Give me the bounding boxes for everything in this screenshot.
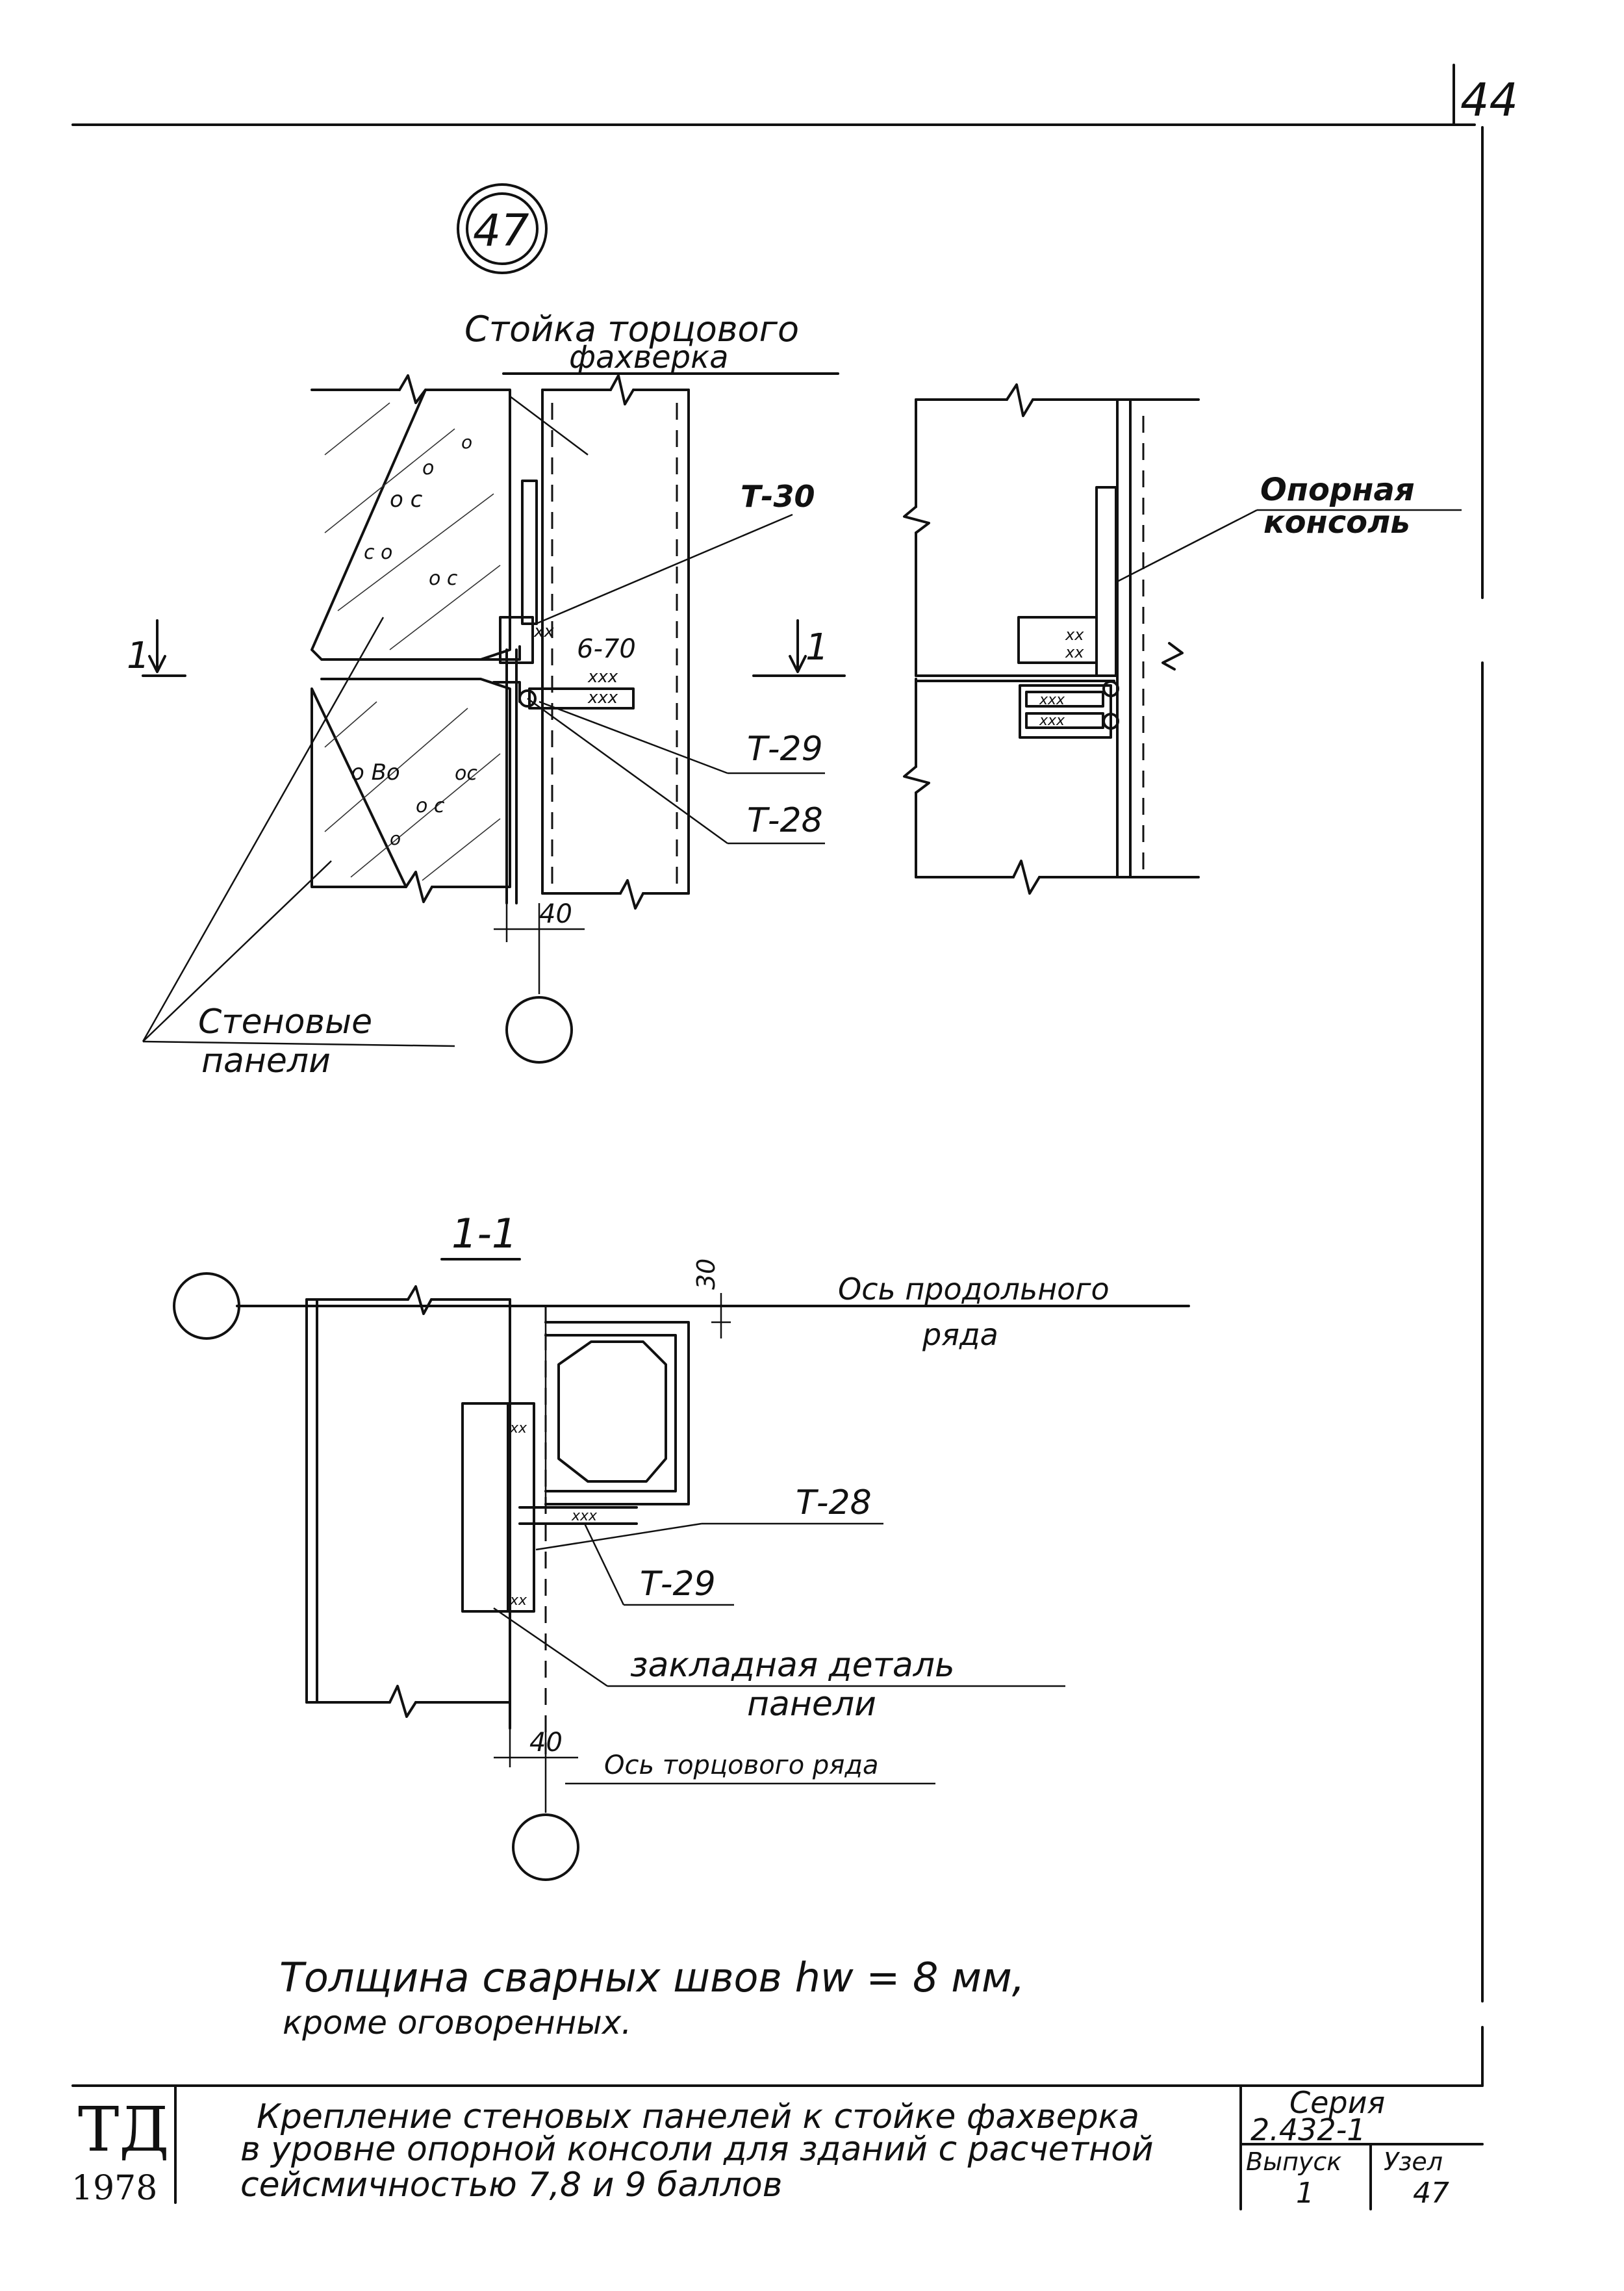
wall-panels-callout: Стеновые панели (142, 617, 455, 1081)
dimension-30: 30 (692, 1259, 731, 1338)
node-value: 47 (1413, 2177, 1449, 2210)
svg-text:xx: xx (509, 1420, 527, 1437)
label-t28: Т-28 (527, 697, 825, 845)
svg-text:xx: xx (1065, 626, 1084, 644)
svg-text:o: o (390, 828, 401, 849)
svg-text:c o: c o (364, 541, 392, 564)
series-value: 2.432-1 (1250, 2112, 1366, 2147)
page-number: 44 (1460, 73, 1518, 127)
axis-end-text: Ось торцового ряда (604, 1750, 879, 1780)
support-console-callout: Опорная консоль (1117, 472, 1462, 583)
svg-text:o: o (422, 457, 434, 480)
title-logo: ТД (78, 2094, 170, 2166)
svg-text:xx: xx (1065, 643, 1084, 661)
svg-text:xxx: xxx (587, 688, 618, 708)
node-marker: 47 (457, 183, 548, 274)
wall-panels-line2: панели (201, 1042, 331, 1081)
dim-30: 30 (692, 1259, 720, 1290)
section-label-t29: Т-29 (583, 1523, 734, 1606)
title-year: 1978 (71, 2169, 157, 2208)
column-section: xxx (518, 1321, 690, 1525)
section-panel-outline (173, 1272, 1190, 1754)
embedded-line2: панели (747, 1685, 876, 1724)
weld-label: 6-70 (577, 634, 636, 664)
axis-long-line2: ряда (922, 1317, 998, 1352)
svg-text:oc: oc (455, 762, 477, 785)
series-label: Серия (1289, 2085, 1385, 2120)
stand-title: Стойка торцового фахверка (464, 309, 839, 376)
dim-40-section: 40 (529, 1728, 563, 1758)
stand-column (509, 374, 690, 910)
note-line2: кроме оговоренных. (283, 2004, 631, 2041)
section-title: 1-1 (440, 1210, 521, 1261)
label-t30a: Т-30 (535, 479, 815, 625)
axis-long-label: Ось продольного ряда (838, 1272, 1110, 1352)
stand-title-line2: фахверка (569, 339, 729, 376)
axis-end-label: Ось торцового ряда (565, 1750, 935, 1785)
section-mark-right-num: 1 (806, 626, 829, 669)
console-detail: xx xx xxx xxx (903, 383, 1200, 895)
svg-text:o c: o c (416, 795, 445, 817)
wall-panels-line1: Стеновые (198, 1003, 372, 1042)
section-mark-left: 1 (127, 619, 186, 677)
stand-title-line1: Стойка торцового (464, 309, 799, 350)
label-t28-text: Т-28 (747, 801, 823, 840)
label-t30a-text: Т-30 (741, 479, 815, 514)
svg-text:xxx: xxx (1039, 692, 1065, 708)
section-t28-text: Т-28 (796, 1483, 872, 1522)
svg-text:xxx: xxx (587, 667, 618, 687)
label-t29-text: Т-29 (747, 730, 823, 769)
axis-long-line1: Ось продольного (838, 1272, 1110, 1307)
embedded-callout: закладная деталь панели (493, 1607, 1065, 1724)
sheet-frame: 44 (71, 64, 1518, 2003)
svg-text:o Bo: o Bo (351, 760, 400, 786)
upper-wall-panel: o c o c o o c o (311, 374, 511, 661)
issue-value: 1 (1296, 2177, 1314, 2210)
title-line3: сейсмичностью 7,8 и 9 баллов (240, 2166, 782, 2205)
title-block: ТД 1978 Крепление стеновых панелей к сто… (71, 2026, 1484, 2210)
node-label: Узел (1384, 2147, 1443, 2176)
section-mark-right: 1 (752, 619, 846, 677)
section-label-t28: Т-28 (535, 1483, 883, 1551)
dimension-40-top: 40 (494, 899, 585, 1064)
lower-wall-panel: o Bo o c oc o (311, 678, 511, 903)
support-console-line1: Опорная (1260, 472, 1415, 508)
svg-text:xx: xx (509, 1593, 527, 1609)
svg-text:xxx: xxx (571, 1508, 598, 1524)
svg-text:xx: xx (533, 622, 554, 641)
section-mark-left-num: 1 (127, 635, 150, 677)
svg-text:xxx: xxx (1039, 713, 1065, 729)
embedded-part: xx xx (461, 1402, 535, 1613)
dim-40-top: 40 (539, 899, 572, 929)
label-t29: Т-29 (539, 700, 825, 774)
embedded-plates-detail: xx xxx xxx (463, 480, 635, 904)
issue-label: Выпуск (1246, 2147, 1341, 2176)
svg-text:o: o (461, 431, 472, 453)
node-number: 47 (473, 205, 529, 257)
embedded-line1: закладная деталь (630, 1646, 955, 1685)
svg-text:o c: o c (429, 567, 458, 590)
svg-text:o c: o c (390, 487, 423, 513)
dimension-40-section: 40 (494, 1728, 579, 1881)
section-title-text: 1-1 (451, 1210, 517, 1257)
weld-note: Толщина сварных швов hw = 8 мм, кроме ог… (279, 1954, 1024, 2041)
note-line1: Толщина сварных швов hw = 8 мм, (279, 1954, 1024, 2001)
title-line1: Крепление стеновых панелей к стойке фахв… (257, 2097, 1139, 2136)
title-line2: в уровне опорной консоли для зданий с ра… (240, 2130, 1154, 2169)
section-t29-text: Т-29 (640, 1565, 716, 1604)
